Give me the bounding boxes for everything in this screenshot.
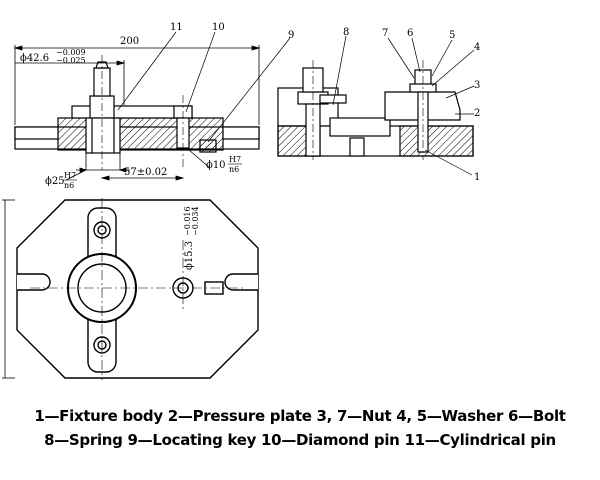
dimension-pins: [65, 150, 185, 181]
pin-dia-label: ϕ25: [45, 176, 65, 187]
bore-tol-upper: −0.009: [56, 48, 86, 57]
parts-legend: 1—Fixture body 2—Pressure plate 3, 7—Nut…: [0, 404, 600, 452]
pin-fit-den: n6: [64, 181, 74, 190]
hole-dimension: ϕ15.3 −0.016 −0.034: [183, 206, 200, 270]
diamond-fit-num: H7: [229, 155, 241, 164]
callout-6: 6: [407, 28, 413, 39]
callout-10: 10: [212, 22, 225, 33]
hole-tol-upper: −0.016: [183, 206, 192, 236]
callout-8: 8: [343, 27, 349, 38]
plan-view: [2, 198, 259, 380]
bore-tol-lower: −0.025: [56, 56, 86, 65]
callout-11: 11: [170, 22, 183, 33]
center-distance-label: 57±0.02: [124, 167, 167, 178]
fixture-drawing: 200 ϕ42.6 −0.009 −0.025 ϕ25 H7 n6 57±0.0…: [2, 22, 480, 380]
dimension-diamond: [188, 149, 211, 169]
callout-7: 7: [382, 28, 388, 39]
diamond-dia-label: ϕ10: [206, 160, 226, 171]
callout-9: 9: [288, 30, 294, 41]
overall-length-label: 200: [120, 36, 139, 47]
diamond-fit-den: n6: [229, 165, 239, 174]
callout-1: 1: [474, 172, 480, 183]
dimension-bore: [15, 60, 126, 105]
legend-line-2: 8—Spring 9—Locating key 10—Diamond pin 1…: [44, 431, 556, 449]
dimension-200: [13, 45, 261, 125]
hole-tol-lower: −0.034: [191, 206, 200, 236]
side-section-view: [277, 60, 474, 160]
callout-leaders-front: [117, 31, 291, 143]
callout-2: 2: [474, 108, 480, 119]
callout-4: 4: [474, 42, 480, 53]
callout-leaders-side: [332, 35, 475, 176]
front-section-view: [14, 55, 260, 170]
bore-dia-label: ϕ42.6: [20, 53, 49, 64]
pin-fit-num: H7: [64, 171, 76, 180]
callout-5: 5: [449, 30, 455, 41]
legend-line-1: 1—Fixture body 2—Pressure plate 3, 7—Nut…: [34, 407, 566, 425]
callout-3: 3: [474, 80, 480, 91]
hole-dia-label: ϕ15.3: [184, 241, 195, 270]
